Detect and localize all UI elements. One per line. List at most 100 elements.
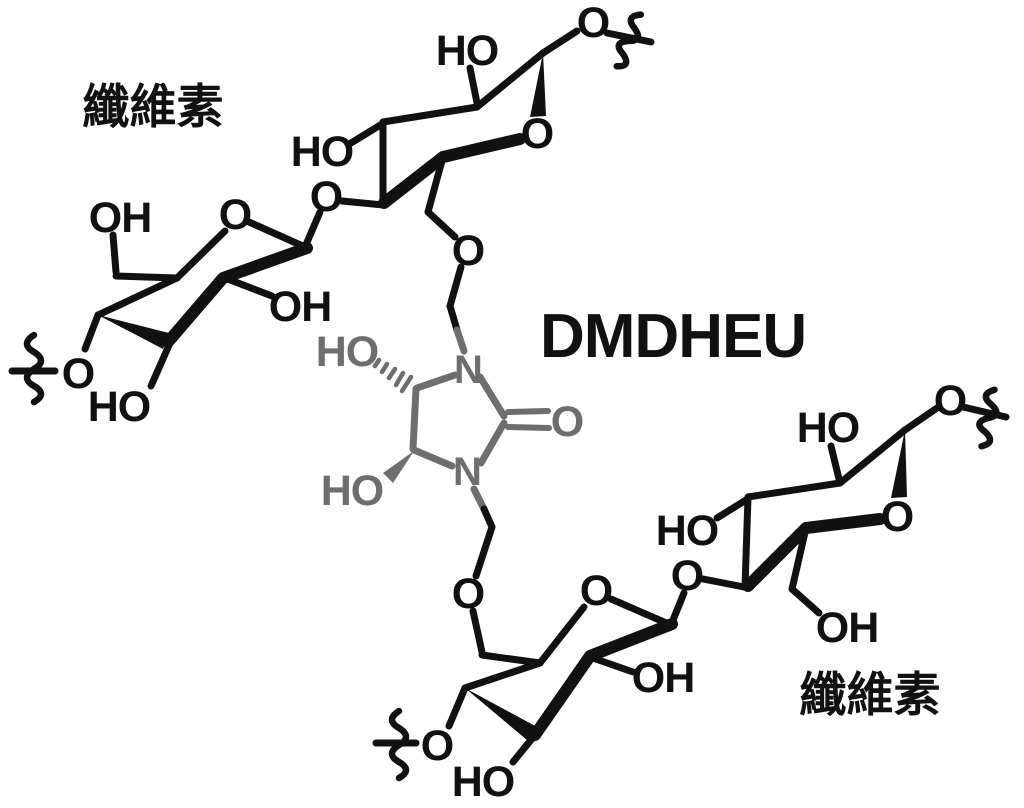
ring-bond <box>413 371 459 392</box>
ether-linker-top: O <box>446 227 485 355</box>
bond <box>221 274 276 300</box>
bond <box>472 523 496 580</box>
bond <box>81 311 102 353</box>
atom-label-oh: OH <box>816 604 879 652</box>
glucose-unit-bottom-left: O OH HO O <box>372 567 695 806</box>
atom-label-ring-o: O <box>881 493 913 541</box>
atom-label-glycosidic-o: O <box>310 173 342 221</box>
atom-label-ring-o: O <box>580 567 612 615</box>
atom-label-ho: HO <box>321 467 384 515</box>
bond <box>94 274 181 319</box>
wedge-bond <box>891 430 907 498</box>
atom-label-linker-o: O <box>452 227 484 275</box>
bond <box>446 263 465 310</box>
ring-bond <box>409 385 420 453</box>
wedge-bond <box>465 688 537 740</box>
chain-continuation-squiggle <box>8 331 59 406</box>
atom-label-oh: OH <box>632 654 695 702</box>
bond <box>536 603 588 667</box>
bond <box>379 103 481 126</box>
chain-continuation-squiggle <box>603 11 655 70</box>
wedge-bond <box>98 315 169 349</box>
bond <box>461 659 544 692</box>
atom-label-anomeric-o: O <box>577 0 609 47</box>
atom-label-ho: HO <box>316 328 379 376</box>
chain-continuation-squiggle <box>372 707 420 782</box>
label-cellulose-top: 纖維素 <box>83 80 224 133</box>
wedge-bond <box>383 451 414 483</box>
carbonyl-double-bond <box>505 424 552 431</box>
glucose-unit-bottom-right: HO HO O O OH <box>656 377 1010 652</box>
bond <box>539 27 581 57</box>
atom-label-carbonyl-o: O <box>551 398 583 446</box>
bond <box>466 64 481 107</box>
chain-continuation-squiggle <box>959 386 1010 450</box>
squiggle-mark <box>976 386 1000 450</box>
bond <box>424 208 459 241</box>
bond <box>301 208 324 251</box>
bond <box>607 595 675 629</box>
bond <box>147 339 174 390</box>
wedge-bond <box>530 53 546 117</box>
bond <box>453 326 468 355</box>
atom-label-glycosidic-o: O <box>671 552 703 600</box>
dmdheu-crosslinker: N N O HO HO DMDHEU <box>316 302 807 515</box>
bold-ring-bond <box>162 242 313 348</box>
ring-bond <box>410 446 456 470</box>
atom-label-ho: HO <box>656 507 719 555</box>
atom-label-chain-o: O <box>421 722 453 770</box>
atom-label-n-bottom: N <box>453 450 481 494</box>
atom-label-oh: OH <box>89 194 152 242</box>
bond <box>347 120 386 147</box>
bond <box>478 651 544 667</box>
label-cellulose-bottom: 纖維素 <box>800 668 941 721</box>
bond <box>699 575 748 591</box>
bold-ring-bond <box>742 513 886 592</box>
bond <box>245 218 309 251</box>
atom-label-n-top: N <box>454 348 482 392</box>
bond <box>473 49 547 111</box>
atom-label-ho: HO <box>436 27 499 75</box>
bond <box>901 404 941 434</box>
bond <box>470 485 488 513</box>
squiggle-mark <box>613 11 645 70</box>
glucose-unit-top-right: HO HO O O <box>291 0 655 241</box>
ether-linker-bottom: O <box>452 485 496 618</box>
bond <box>173 227 229 282</box>
bold-ring-bond <box>529 618 678 741</box>
bond <box>445 684 469 730</box>
bond <box>338 197 387 209</box>
glucose-unit-top-left: OH O OH HO O <box>8 191 332 431</box>
atom-label-oh: OH <box>269 283 332 331</box>
bond <box>109 231 120 276</box>
bond <box>112 272 181 282</box>
atom-label-chain-o: O <box>62 350 94 398</box>
squiggle-mark <box>23 331 45 406</box>
hashed-wedge-bond <box>372 357 414 394</box>
atom-label-linker-o: O <box>452 570 484 618</box>
carbonyl-double-bond <box>505 408 551 415</box>
atom-label-ho: HO <box>797 404 860 452</box>
cellulose-chain-bottom: O O OH HO O O <box>372 377 1010 806</box>
atom-label-ho: HO <box>452 758 515 806</box>
ring-bond <box>476 373 508 420</box>
atom-label-ring-o: O <box>219 191 251 239</box>
bond <box>744 479 844 501</box>
atom-label-ring-o: O <box>521 110 553 158</box>
bond <box>788 585 823 617</box>
atom-label-ho: HO <box>291 128 354 176</box>
label-dmdheu: DMDHEU <box>540 302 806 371</box>
bond <box>713 496 750 522</box>
bond-stub <box>603 29 655 46</box>
atom-label-anomeric-o: O <box>934 377 966 425</box>
atom-label-ho: HO <box>88 383 151 431</box>
cellulose-chain-top: OH O OH HO O O HO HO O <box>8 0 655 431</box>
bond <box>836 426 909 487</box>
bond <box>741 493 752 591</box>
bond <box>446 302 461 334</box>
squiggle-mark <box>388 707 410 782</box>
bold-ring-bond <box>378 133 526 209</box>
bond <box>827 442 843 483</box>
